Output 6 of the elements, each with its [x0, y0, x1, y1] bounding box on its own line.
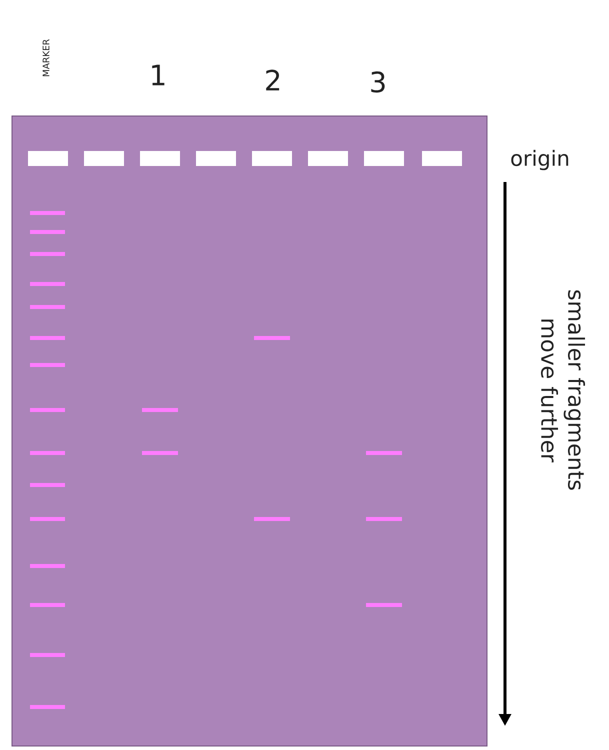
lane-label: MARKER [42, 39, 50, 76]
lane-number: 3 [371, 71, 385, 93]
origin-label: origin [511, 150, 568, 170]
direction-note: smaller fragments move further [540, 290, 586, 490]
lane-number: 1 [152, 64, 164, 86]
lane-number: 2 [266, 70, 280, 90]
